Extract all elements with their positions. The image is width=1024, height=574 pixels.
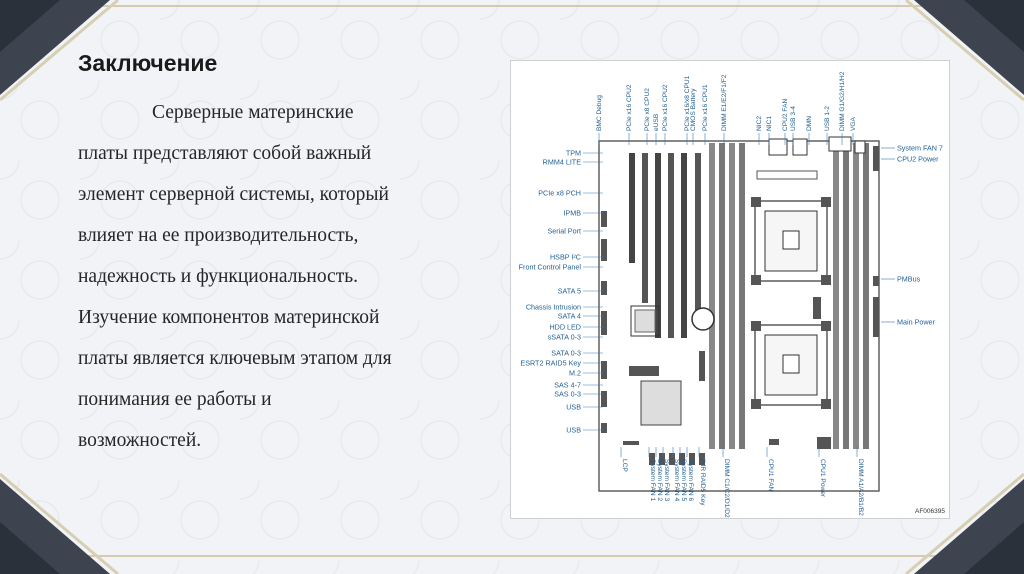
pcie-slots (629, 153, 701, 338)
diagram-label-left: USB (566, 403, 581, 412)
corner-ornament-top-right (894, 0, 1024, 110)
diagram-label-left: PCIe x8 PCH (538, 189, 581, 198)
diagram-label-right: CPU2 Power (897, 155, 939, 164)
corner-ornament-top-left (0, 0, 130, 110)
diagram-label-left: RMM4 LITE (543, 158, 582, 167)
cpu1-socket (751, 321, 831, 409)
dimm-bank-a-b (833, 299, 869, 449)
diagram-label-bottom: CPU1 Power (819, 459, 826, 498)
board-components (601, 136, 879, 465)
text-line: надежность и функциональность. (78, 266, 358, 287)
diagram-label-left: TPM (566, 149, 581, 158)
diagram-label-left: SAS 4-7 (554, 381, 581, 390)
diagram-label-top: DIMM E1/E2/F1/F2 (721, 74, 728, 131)
diagram-label-top: PCIe x16 CPU2 (662, 84, 669, 131)
diagram-label-bottom: IMR RAID5 Key (699, 459, 706, 506)
diagram-label-bottom: DIMM C1/C2/D1/D2 (723, 459, 730, 518)
text-line: Серверные материнские (152, 102, 354, 123)
corner-ornament-bottom-left (0, 464, 130, 574)
diagram-label-top: VGA (850, 116, 857, 131)
diagram-label-left: ESRT2 RAID5 Key (520, 359, 581, 368)
diagram-label-top: PCIe x16/x8 CPU1 (684, 75, 691, 131)
diagram-label-left: M.2 (569, 369, 581, 378)
diagram-label-left: USB (566, 426, 581, 435)
diagram-label-left: sSATA 0-3 (548, 333, 581, 342)
diagram-label-top: USB 1-2 (824, 106, 831, 131)
corner-ornament-bottom-right (894, 464, 1024, 574)
diagram-label-top: CMOS Battery (690, 88, 697, 131)
diagram-label-bottom: System FAN 6 (687, 459, 694, 501)
diagram-label-top: PCIe x16 CPU1 (702, 84, 709, 131)
diagram-label-bottom: CPU1 FAN (767, 459, 774, 491)
leader-lines (583, 133, 895, 457)
text-line: элемент серверной системы, который (78, 184, 389, 205)
diagram-label-left: HSBP I²C (550, 253, 581, 262)
diagram-label-left: SATA 5 (558, 287, 581, 296)
diagram-label-bottom: System FAN 5 (680, 459, 687, 501)
diagram-label-top: PCIe x8 CPU2 (644, 88, 651, 131)
diagram-label-left: Front Control Panel (519, 263, 582, 272)
diagram-label-left: SATA 4 (558, 312, 581, 321)
diagram-label-top: CPU2 FAN (782, 99, 789, 131)
text-line: Изучение компонентов материнской (78, 307, 380, 328)
diagram-label-left: SAS 0-3 (554, 390, 581, 399)
diagram-label-top: BMC Debug (596, 95, 603, 131)
diagram-label-top: PCIe x16 CPU2 (626, 84, 633, 131)
dimm-bank-g-h (833, 143, 869, 343)
text-line: платы является ключевым этапом для (78, 348, 392, 369)
diagram-label-bottom: LCP (621, 459, 628, 472)
figure-code: AF006395 (915, 508, 945, 515)
bottom-frame-line (0, 555, 1024, 557)
diagram-label-top: NIC2 (756, 116, 763, 131)
text-line: понимания ее работы и (78, 389, 272, 410)
text-line: влияет на ее производительность, (78, 225, 359, 246)
diagram-label-bottom: System FAN 4 (673, 459, 680, 501)
dimm-bank-e-f (709, 143, 745, 343)
diagram-label-bottom: DIMM A1/A2/B1/B2 (857, 459, 864, 516)
cpu2-socket (751, 197, 831, 285)
diagram-label-right: System FAN 7 (897, 144, 943, 153)
diagram-label-bottom: System FAN 1 (649, 459, 656, 501)
diagram-label-bottom: System FAN 3 (663, 459, 670, 501)
diagram-label-left: SATA 0-3 (551, 349, 581, 358)
slide-title: Заключение (78, 50, 218, 76)
diagram-label-top: eUSB (653, 113, 660, 131)
diagram-label-top: USB 3-4 (790, 106, 797, 131)
diagram-label-top: DMN (806, 116, 813, 131)
diagram-label-left: Chassis Intrusion (526, 303, 581, 312)
diagram-label-left: HDD LED (549, 323, 581, 332)
diagram-label-left: IPMB (563, 209, 581, 218)
diagram-label-left: Serial Port (547, 227, 581, 236)
top-frame-line (0, 5, 1024, 7)
diagram-label-bottom: System FAN 2 (656, 459, 663, 501)
diagram-label-right: Main Power (897, 318, 936, 327)
conclusion-text: Серверные материнские платы представляют… (78, 92, 468, 461)
text-line: возможностей. (78, 430, 202, 451)
diagram-label-top: NIC1 (766, 116, 773, 131)
diagram-label-right: PMBus (897, 275, 921, 284)
dimm-bank-c-d (709, 299, 745, 449)
diagram-label-top: DIMM G1/G2/H1/H2 (839, 71, 846, 131)
text-line: платы представляют собой важный (78, 143, 372, 164)
